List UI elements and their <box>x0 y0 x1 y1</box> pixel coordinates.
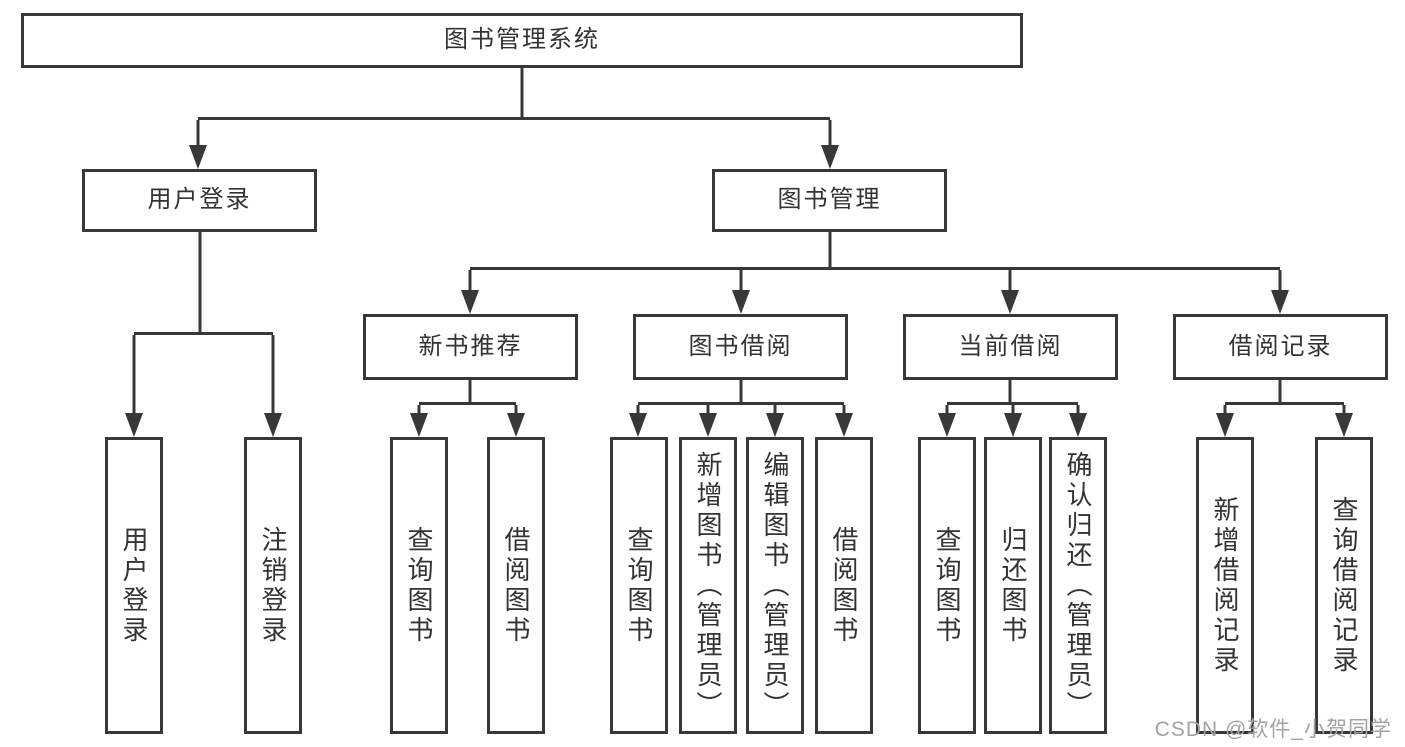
arrow-down-icon <box>1271 290 1289 314</box>
leaf-logout: 注销登录 <box>244 437 302 734</box>
leaf-add-book-admin: 新增图书（管理员） <box>679 437 737 734</box>
node-current-borrow: 当前借阅 <box>903 314 1118 380</box>
leaf-return-book: 归还图书 <box>984 437 1042 734</box>
arrowheads <box>125 145 1353 437</box>
arrow-down-icon <box>410 413 428 437</box>
node-library-management-system: 图书管理系统 <box>21 13 1023 68</box>
connector-lines <box>132 66 1346 420</box>
arrow-down-icon <box>264 413 282 437</box>
arrow-down-icon <box>629 413 647 437</box>
leaf-borrow-books: 借阅图书 <box>815 437 873 734</box>
arrow-down-icon <box>1069 413 1087 437</box>
arrow-down-icon <box>507 413 525 437</box>
node-user-login: 用户登录 <box>82 169 317 232</box>
leaf-add-borrow-record: 新增借阅记录 <box>1196 437 1254 734</box>
leaf-edit-book-admin: 编辑图书（管理员） <box>746 437 804 734</box>
leaf-borrow-books-recommend: 借阅图书 <box>487 437 545 734</box>
arrow-down-icon <box>125 413 143 437</box>
node-book-borrow: 图书借阅 <box>633 314 848 380</box>
arrow-down-icon <box>699 413 717 437</box>
arrow-down-icon <box>766 413 784 437</box>
node-book-management: 图书管理 <box>712 169 947 232</box>
csdn-watermark: CSDN @软件_小贺同学 <box>1154 718 1392 741</box>
node-borrow-records: 借阅记录 <box>1173 314 1388 380</box>
arrow-down-icon <box>938 413 956 437</box>
leaf-query-books-borrow: 查询图书 <box>610 437 668 734</box>
arrow-down-icon <box>461 290 479 314</box>
node-new-book-recommend: 新书推荐 <box>363 314 578 380</box>
arrow-down-icon <box>1004 413 1022 437</box>
arrow-down-icon <box>821 145 839 169</box>
leaf-query-borrow-record: 查询借阅记录 <box>1315 437 1373 734</box>
arrow-down-icon <box>1335 413 1353 437</box>
leaf-confirm-return-admin: 确认归还（管理员） <box>1049 437 1107 734</box>
arrow-down-icon <box>1216 413 1234 437</box>
arrow-down-icon <box>1001 290 1019 314</box>
arrow-down-icon <box>835 413 853 437</box>
arrow-down-icon <box>732 290 750 314</box>
leaf-query-books-current: 查询图书 <box>918 437 976 734</box>
arrow-down-icon <box>189 145 207 169</box>
leaf-user-login: 用户登录 <box>105 437 163 734</box>
leaf-query-books-recommend: 查询图书 <box>390 437 448 734</box>
